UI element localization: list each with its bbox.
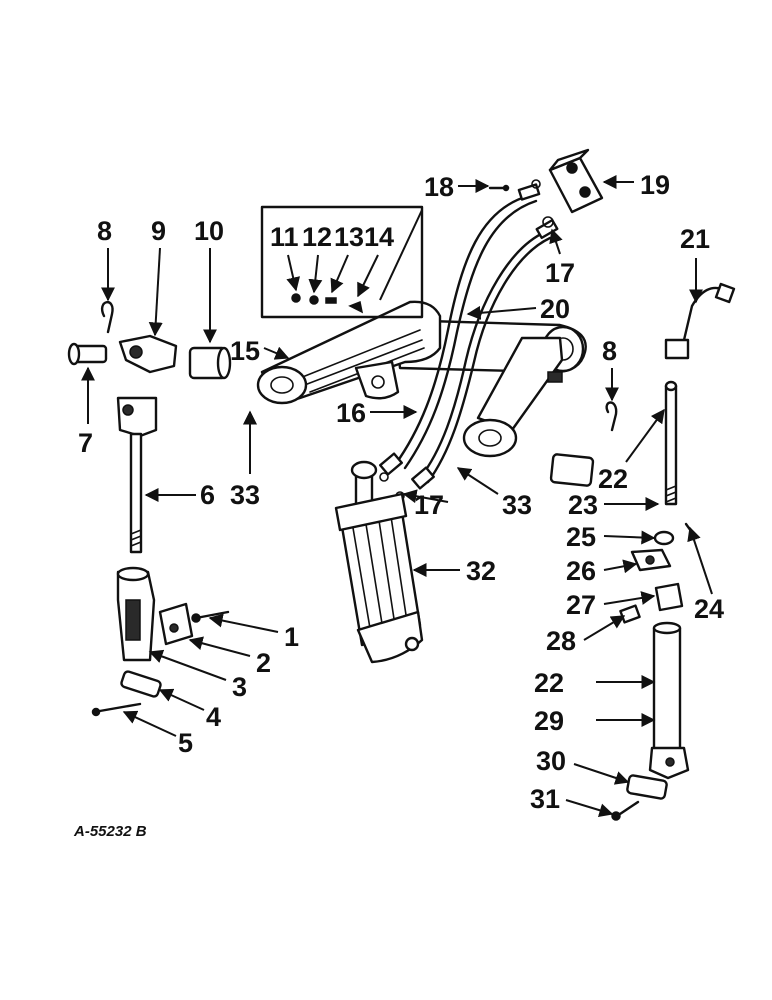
callout-5: 5: [178, 728, 193, 758]
figure-code: A-55232 B: [73, 823, 147, 840]
callout-31: 31: [530, 784, 560, 814]
callout-6: 6: [200, 480, 215, 510]
callout-1: 1: [284, 622, 299, 652]
callout-4: 4: [206, 702, 221, 732]
callout-16: 16: [336, 398, 366, 428]
callout-12: 12: [302, 222, 332, 252]
rock-shaft-assembly: [256, 300, 587, 458]
callout-13: 13: [334, 222, 364, 252]
valve-block: [548, 148, 604, 214]
callout-20: 20: [540, 294, 570, 324]
callout-labels: 1 2 3 4 5 6 7 8 8 9 10 11 12 13 14 15 16…: [73, 170, 724, 840]
callout-33b: 33: [502, 490, 532, 520]
callout-26: 26: [566, 556, 596, 586]
callout-28: 28: [546, 626, 576, 656]
callout-8a: 8: [97, 216, 112, 246]
callout-7: 7: [78, 428, 93, 458]
callout-17a: 17: [545, 258, 575, 288]
callout-10: 10: [194, 216, 224, 246]
hydraulic-cylinder: [334, 460, 424, 664]
left-parts: [67, 301, 232, 717]
callout-22a: 22: [598, 464, 628, 494]
callout-25: 25: [566, 522, 596, 552]
callout-15: 15: [230, 336, 260, 366]
callout-8b: 8: [602, 336, 617, 366]
callout-32: 32: [466, 556, 496, 586]
callout-24: 24: [694, 594, 724, 624]
callout-17b: 17: [414, 490, 444, 520]
callout-14: 14: [364, 222, 394, 252]
callout-27: 27: [566, 590, 596, 620]
leader-lines: [81, 175, 713, 818]
callout-3: 3: [232, 672, 247, 702]
callout-11: 11: [270, 222, 299, 252]
callout-2: 2: [256, 648, 271, 678]
callout-30: 30: [536, 746, 566, 776]
callout-19: 19: [640, 170, 670, 200]
callout-9: 9: [151, 216, 166, 246]
callout-18: 18: [424, 172, 454, 202]
hydraulic-hoses: [379, 183, 559, 490]
callout-33a: 33: [230, 480, 260, 510]
hardware-inset: [260, 205, 424, 319]
callout-29: 29: [534, 706, 564, 736]
callout-22b: 22: [534, 668, 564, 698]
callout-21: 21: [680, 224, 710, 254]
callout-23: 23: [568, 490, 598, 520]
